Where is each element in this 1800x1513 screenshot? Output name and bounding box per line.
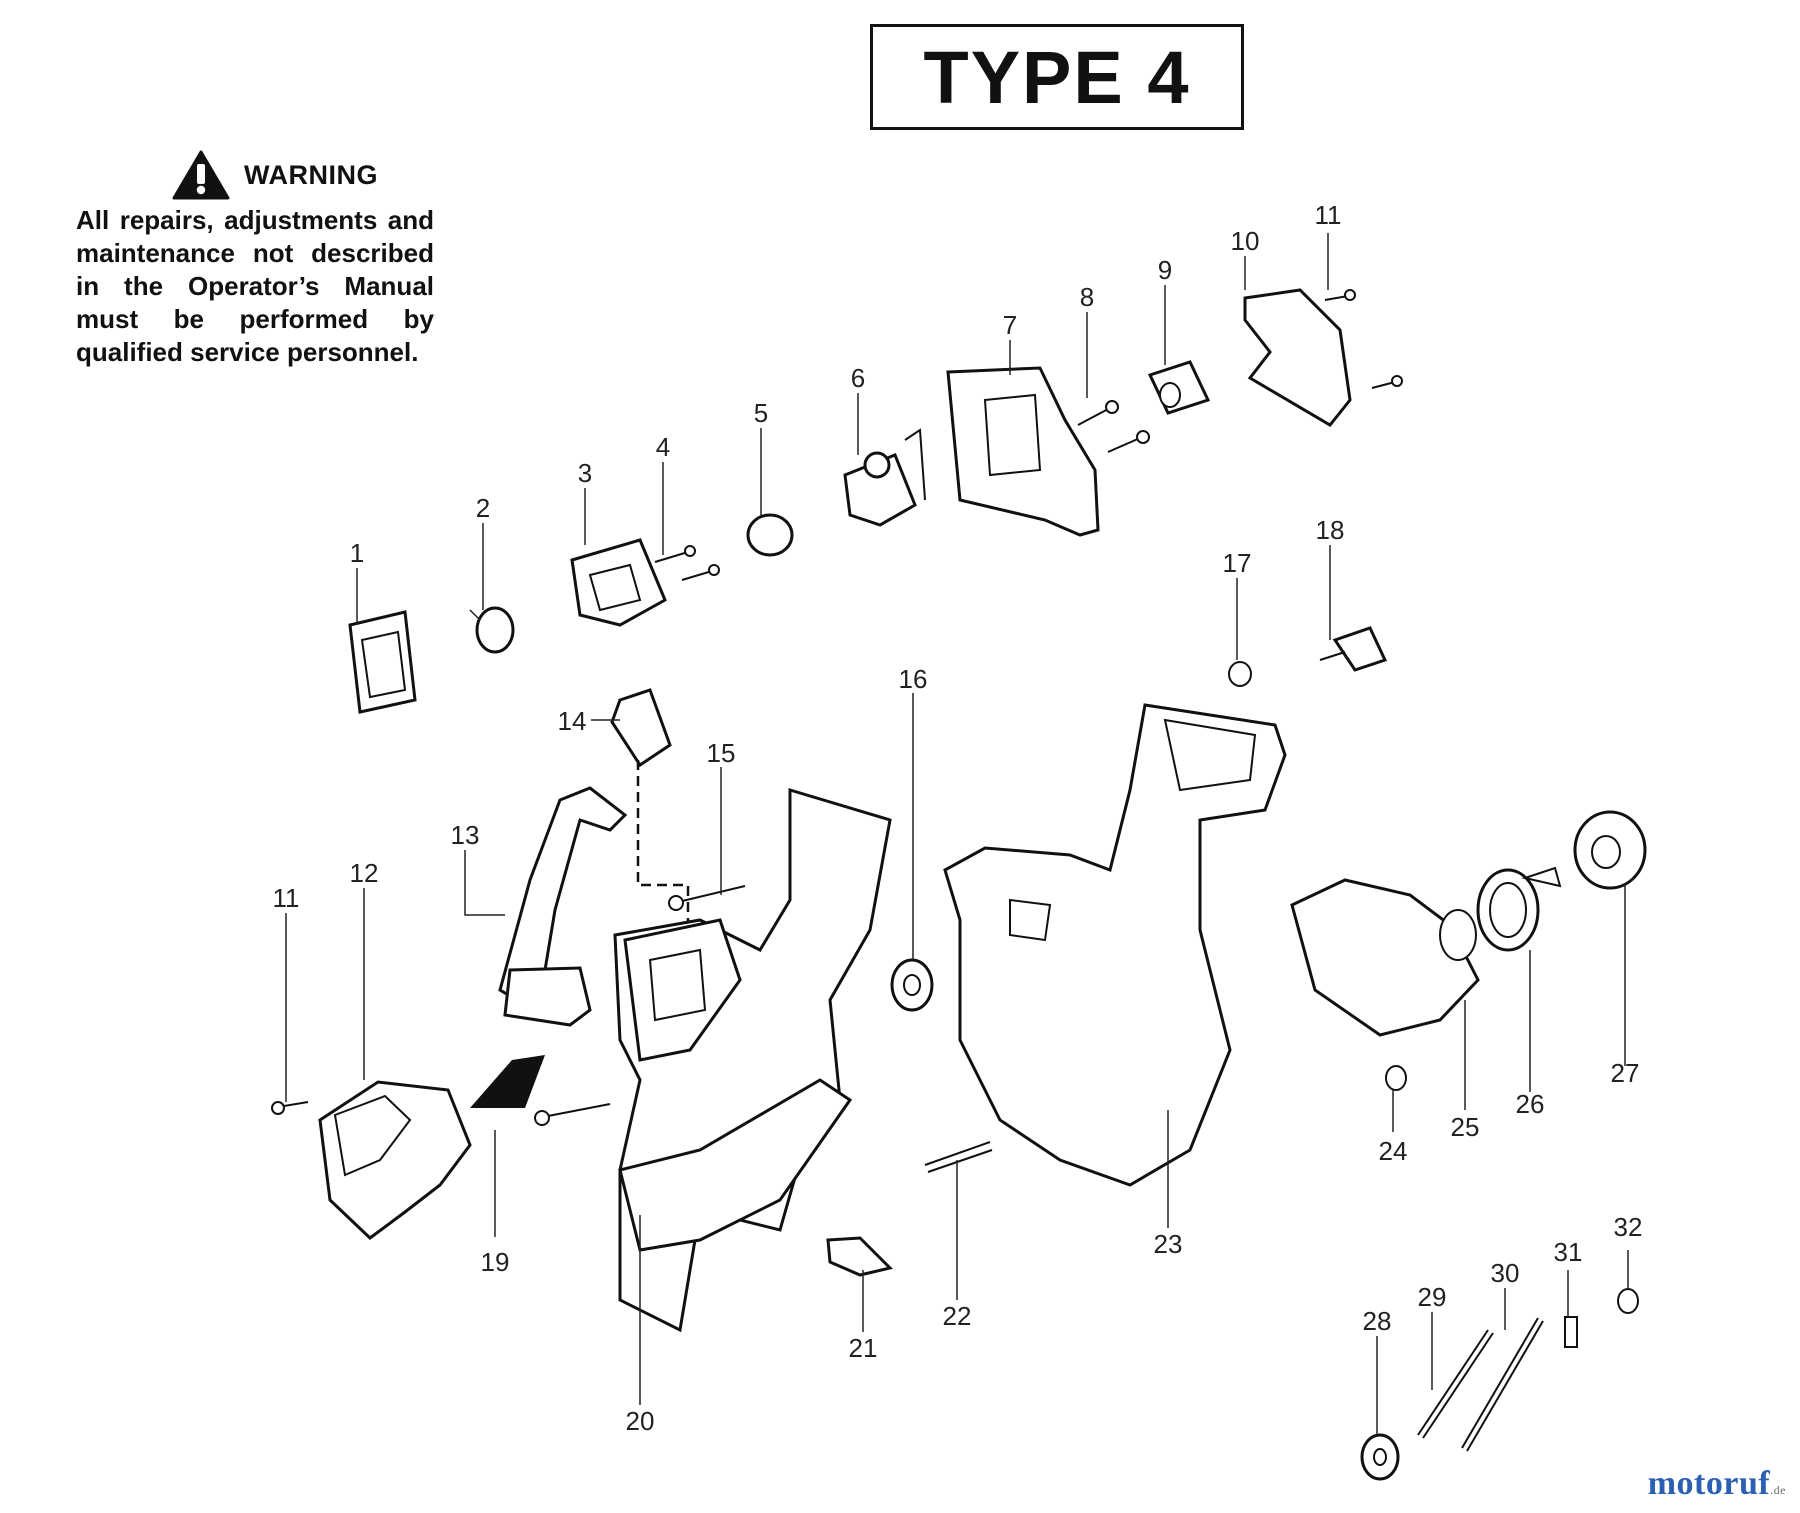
callout-27: 27 [1611,1058,1640,1088]
callout-5: 5 [754,398,768,428]
part-11-screw-left [271,1101,309,1115]
part-7-cover [946,366,1100,537]
part-30-tube [1461,1317,1544,1452]
part-26-ring [1476,868,1540,952]
type-title: TYPE 4 [923,35,1191,119]
part-32-grommet [1617,1288,1639,1314]
part-15-screw [668,885,746,911]
callout-29: 29 [1418,1282,1447,1312]
brand-watermark: motoruf.de [1648,1465,1786,1503]
callout-31: 31 [1554,1237,1583,1267]
warning-header: WARNING [172,150,434,200]
part-6-carburetor [843,428,926,527]
warning-triangle-icon [172,150,230,200]
part-18-knob [1319,626,1388,672]
part-4-screws [654,545,720,581]
part-12-cover [318,1080,472,1240]
callout-17: 17 [1223,548,1252,578]
callout-1: 1 [350,538,364,568]
part-31-filter [1564,1316,1578,1348]
part-8-screws [1077,400,1150,453]
part-2-seal [469,606,515,654]
callout-8: 8 [1080,282,1094,312]
callout-28: 28 [1363,1306,1392,1336]
callout-32: 32 [1614,1212,1643,1242]
callout-21: 21 [849,1333,878,1363]
leader-lines [285,233,1629,1435]
callout-10: 10 [1231,226,1260,256]
part-29-tube [1417,1329,1494,1439]
callout-7: 7 [1003,310,1017,340]
warning-title: WARNING [244,159,378,190]
brand-logo-text: motoruf [1647,1465,1771,1502]
callout-2: 2 [476,493,490,523]
callout-16: 16 [899,664,928,694]
callout-labels: 1 2 3 4 5 6 7 8 9 10 11 11 12 13 14 15 1… [273,200,1643,1436]
part-23-housing [943,703,1287,1187]
callout-19: 19 [481,1247,510,1277]
callout-4: 4 [656,432,670,462]
housing-screw [534,1103,611,1126]
part-9-damper [1147,360,1211,415]
callout-26: 26 [1516,1089,1545,1119]
part-25-nozzle [1290,878,1480,1037]
part-14-filter [610,688,672,768]
callout-18: 18 [1316,515,1345,545]
callout-25: 25 [1451,1112,1480,1142]
callout-30: 30 [1491,1258,1520,1288]
callout-9: 9 [1158,255,1172,285]
part-19-decal [470,1055,545,1108]
part-22-pin [924,1141,993,1173]
warning-block: WARNING All repairs, adjustments and mai… [76,150,434,369]
part-5-ring [746,513,794,557]
callout-23: 23 [1154,1229,1183,1259]
warning-text: All repairs, adjustments and maintenance… [76,205,434,367]
part-1-gasket [348,610,417,714]
brand-domain-suffix: .de [1770,1483,1786,1497]
part-28-washer [1360,1433,1400,1481]
part-16-gear [890,958,934,1012]
part-10-bracket [1243,288,1352,427]
part-21-clip [826,1236,893,1277]
callout-24: 24 [1379,1136,1408,1166]
callout-15: 15 [707,738,736,768]
part-20-housing [613,787,892,1333]
callout-20: 20 [626,1406,655,1436]
callout-22: 22 [943,1301,972,1331]
part-13-handle [498,786,628,1027]
dashed-guide-line [636,760,690,940]
part-17-nut [1228,661,1252,687]
callout-12: 12 [350,858,379,888]
part-3-adapter [570,538,667,627]
part-11-screws-top [1324,289,1403,389]
part-27-wheel [1521,810,1647,890]
callout-13: 13 [451,820,480,850]
part-24-plug [1385,1065,1407,1091]
callout-14: 14 [558,706,587,736]
type-title-box: TYPE 4 [870,24,1244,130]
callout-11-top: 11 [1315,200,1342,230]
callout-6: 6 [851,363,865,393]
callout-11-left: 11 [273,883,300,913]
callout-3: 3 [578,458,592,488]
